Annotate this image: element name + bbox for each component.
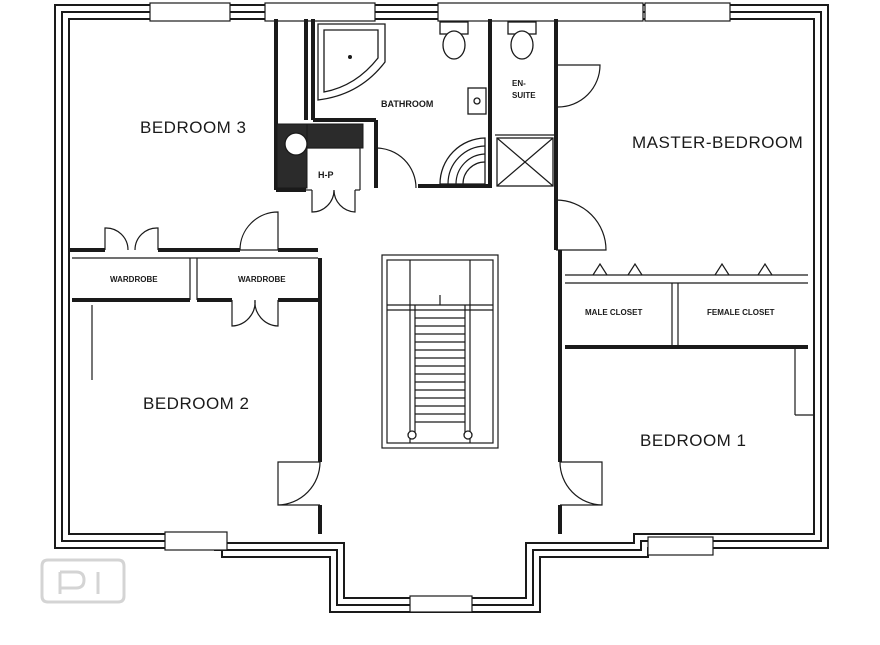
label-bedroom-3: BEDROOM 3 bbox=[140, 118, 247, 137]
windows bbox=[149, 2, 731, 613]
label-heat-pump: H-P bbox=[318, 170, 334, 180]
label-ensuite-1: EN- bbox=[512, 79, 526, 88]
label-bedroom-2: BEDROOM 2 bbox=[143, 394, 250, 413]
bath-fixtures bbox=[276, 21, 554, 189]
label-male-closet: MALE CLOSET bbox=[585, 308, 642, 317]
watermark-logo bbox=[40, 558, 126, 604]
room-labels: BEDROOM 3 BATHROOM EN- SUITE HW H-P MAST… bbox=[110, 79, 803, 450]
label-ensuite-2: SUITE bbox=[512, 91, 536, 100]
label-bathroom: BATHROOM bbox=[381, 99, 433, 109]
stair-treads bbox=[415, 317, 465, 423]
label-wardrobe-right: WARDROBE bbox=[238, 275, 286, 284]
label-bedroom-1: BEDROOM 1 bbox=[640, 431, 747, 450]
interior-walls bbox=[69, 19, 814, 534]
label-hot-water: HW bbox=[290, 142, 302, 149]
staircase[interactable] bbox=[381, 254, 499, 449]
label-wardrobe-left: WARDROBE bbox=[110, 275, 158, 284]
door-swings bbox=[104, 64, 773, 506]
label-master-bedroom: MASTER-BEDROOM bbox=[632, 133, 803, 152]
label-female-closet: FEMALE CLOSET bbox=[707, 308, 775, 317]
